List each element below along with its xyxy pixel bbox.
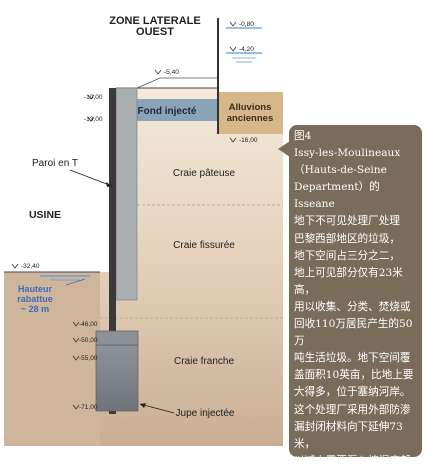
jupe-label-arrow — [139, 403, 175, 414]
alluvium-layer — [218, 92, 283, 134]
alluvLabel-line: Alluvions — [229, 102, 272, 113]
fond-injecte-label: Fond injecté — [138, 106, 197, 117]
upper-ground-outline — [136, 77, 218, 89]
level-text-50-00: -50,00 — [79, 337, 98, 344]
level-marker-5-40 — [154, 69, 162, 75]
craie-pateuse-label: Craie pâteuse — [173, 168, 236, 179]
level-marker-13-00 — [87, 116, 95, 122]
level-text-71-00: -71,00 — [79, 404, 98, 411]
waterNote-line: ~ 28 m — [21, 304, 49, 314]
level-text-0-80: -0,80 — [239, 21, 254, 28]
craie-franche-label: Craie franche — [174, 356, 234, 367]
level-text-46-00: -46,00 — [79, 321, 98, 328]
caption-pointer — [278, 141, 290, 157]
level-marker-16-00 — [229, 137, 237, 143]
level-marker-0-80 — [229, 21, 237, 27]
wall-label-arrow — [69, 169, 113, 187]
level-text-16-00: -16,00 — [239, 137, 258, 144]
waterNote-line: Hauteur — [18, 284, 53, 294]
craie-fissuree-label: Craie fissurée — [173, 240, 235, 251]
jupe-label-arrowhead — [140, 403, 146, 408]
diaphragm-wall — [109, 88, 116, 414]
zoneTitle-line: OUEST — [136, 26, 174, 38]
level-text-5-40: -5,40 — [164, 69, 179, 76]
zoneTitle-line: ZONE LATERALE — [109, 15, 200, 27]
level-text-32-40: -32,40 — [21, 263, 40, 270]
figure-caption: 图4 Issy-les-Moulineaux （Hauts-de-Seine D… — [289, 125, 422, 457]
water-note-arrow — [65, 278, 86, 286]
level-text-4-20: -4,20 — [239, 46, 254, 53]
wall-label-arrowhead — [106, 182, 112, 187]
level-marker-55-00 — [72, 355, 80, 361]
jupe-injectee-label: Jupe injectée — [176, 408, 235, 419]
waterNote-line: rabattue — [17, 294, 53, 304]
wall-label: Paroi en T — [32, 158, 78, 169]
level-text-10-00: -10,00 — [84, 94, 103, 101]
alluvLabel-line: anciennes — [227, 113, 273, 124]
soil-left — [4, 272, 100, 446]
river-column — [218, 20, 283, 92]
fond-injecte-band — [116, 99, 218, 121]
jupe-injectee — [95, 344, 139, 412]
usine-label: USINE — [29, 209, 61, 221]
wall-panel — [115, 87, 138, 301]
level-marker-32-40 — [11, 263, 19, 269]
level-marker-71-00 — [72, 404, 80, 410]
level-text-13-00: -13,00 — [84, 116, 103, 123]
jupe-top — [95, 330, 139, 346]
level-marker-46-00 — [72, 321, 80, 327]
soil-mass — [100, 88, 283, 446]
level-marker-4-20 — [229, 46, 237, 52]
level-text-55-00: -55,00 — [79, 355, 98, 362]
level-marker-10-00 — [87, 94, 95, 100]
level-marker-50-00 — [72, 337, 80, 343]
